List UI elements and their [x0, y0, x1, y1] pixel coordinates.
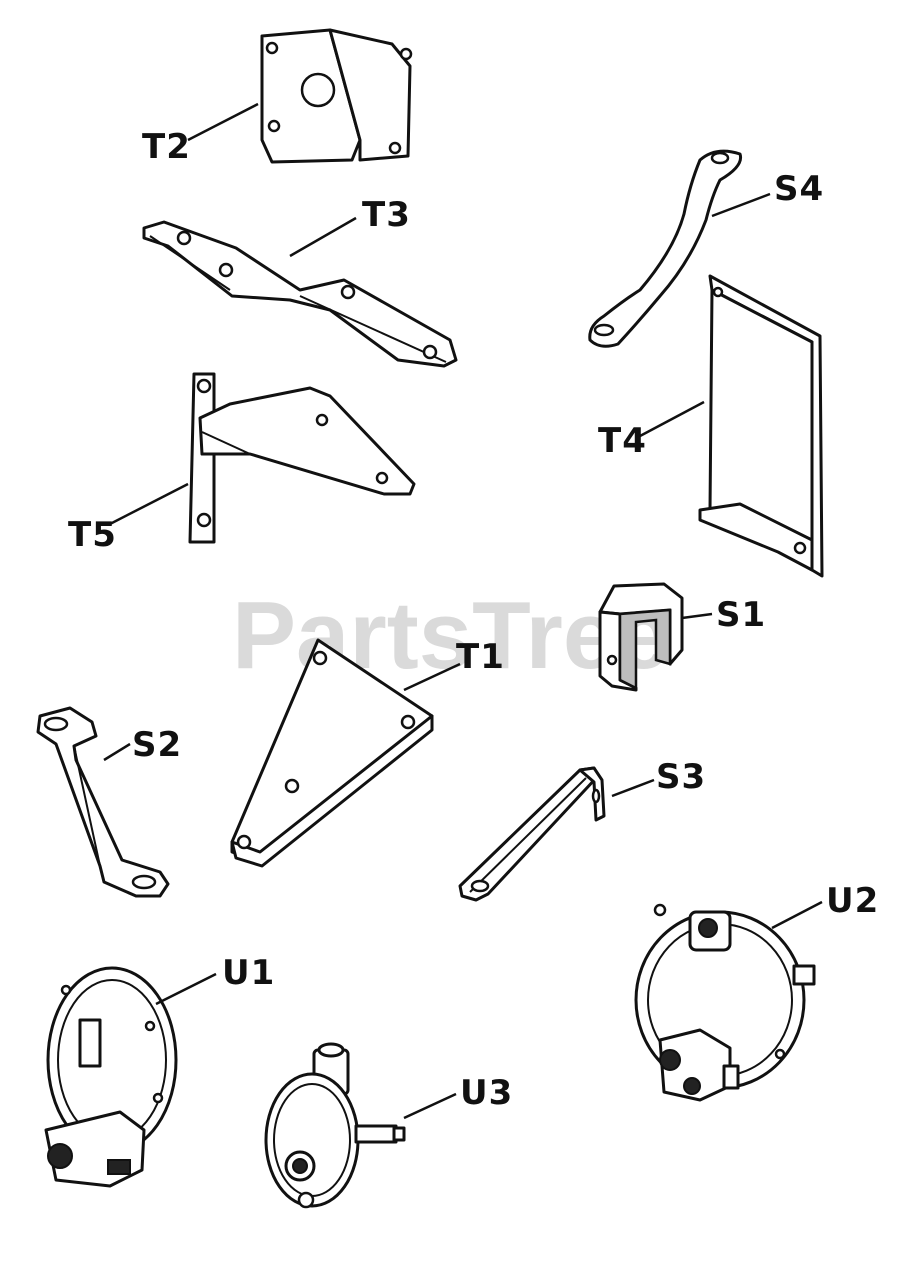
leader-s2	[103, 742, 131, 762]
part-t4-angle-bracket[interactable]	[698, 274, 824, 578]
leader-u2	[771, 900, 823, 930]
part-s3-bar[interactable]	[458, 766, 606, 902]
label-t4: T4	[598, 421, 647, 461]
part-u2-regulator[interactable]	[634, 903, 816, 1102]
part-s2-strap[interactable]	[36, 706, 170, 898]
leader-u1	[155, 972, 217, 1006]
label-s2: S2	[132, 725, 182, 765]
part-s4-strap[interactable]	[588, 149, 743, 348]
label-s4: S4	[774, 169, 824, 209]
part-t1-triangle-plate[interactable]	[230, 638, 434, 868]
part-t5-gusset-bracket[interactable]	[188, 372, 416, 544]
part-u3-regulator[interactable]	[264, 1042, 406, 1209]
label-s1: S1	[716, 595, 766, 635]
label-u2: U2	[826, 881, 879, 921]
label-s3: S3	[656, 757, 706, 797]
label-t3: T3	[362, 195, 411, 235]
leader-s4	[711, 192, 771, 218]
leader-t4	[639, 400, 705, 438]
part-t2-plate[interactable]	[260, 28, 413, 164]
label-u1: U1	[222, 953, 275, 993]
label-t2: T2	[142, 127, 191, 167]
leader-s1	[681, 612, 713, 620]
label-u3: U3	[460, 1073, 513, 1113]
part-u1-regulator[interactable]	[44, 966, 178, 1188]
leader-t2	[187, 102, 259, 142]
leader-t1	[403, 662, 461, 692]
part-t3-bar[interactable]	[142, 220, 458, 368]
label-t5: T5	[68, 515, 117, 555]
leader-t3	[289, 216, 357, 258]
part-s1-clip[interactable]	[598, 582, 684, 692]
leader-t5	[109, 482, 189, 526]
leader-s3	[611, 778, 655, 798]
leader-u3	[403, 1092, 457, 1120]
label-t1: T1	[456, 637, 505, 677]
